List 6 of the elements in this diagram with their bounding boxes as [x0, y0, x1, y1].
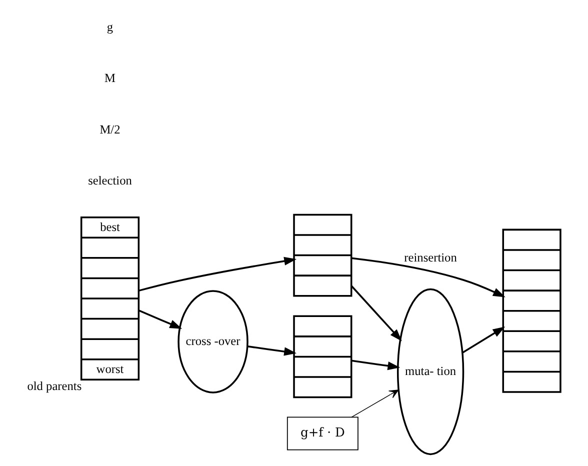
edge-label: reinsertion — [404, 250, 457, 265]
node-label: old parents — [27, 378, 82, 393]
label: M/2 — [100, 122, 120, 136]
label: g — [106, 20, 114, 34]
label: selection — [88, 173, 132, 188]
label: M — [104, 71, 116, 86]
